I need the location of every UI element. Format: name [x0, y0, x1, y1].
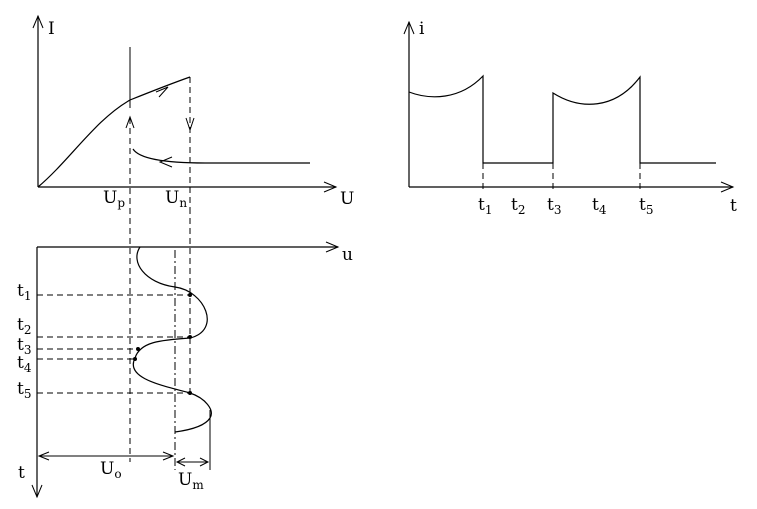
iu-low-branch [132, 148, 310, 164]
un-tick-label: Un [165, 188, 187, 210]
ut-time-t1: t1 [17, 281, 31, 303]
ut-time-t4: t4 [17, 353, 32, 375]
um-arrow-left [175, 457, 186, 467]
iu-low-arrow [158, 156, 173, 168]
it-tick-t3: t3 [547, 195, 561, 217]
it-y-axis-label: i [419, 19, 425, 39]
iu-y-axis-arrow [32, 14, 44, 29]
iu-rising-arrow [155, 86, 169, 98]
up-tick-label: Up [103, 188, 125, 210]
uo-arrow-right [162, 451, 175, 461]
iu-characteristic-plot: I U Up Un [32, 14, 354, 210]
ut-u-axis-label: u [342, 245, 353, 265]
it-x-axis-arrow [720, 181, 735, 193]
ut-time-t3: t3 [17, 335, 31, 357]
un-jump-arrow [185, 117, 195, 132]
uo-label: Uo [100, 459, 122, 481]
it-tick-t5: t5 [639, 195, 653, 217]
t4-point [133, 357, 137, 361]
it-tick-t4: t4 [592, 195, 607, 217]
uo-arrow-left [37, 451, 50, 461]
it-tick-t2: t2 [511, 195, 525, 217]
um-label: Um [178, 470, 204, 492]
ut-time-t5: t5 [17, 379, 31, 401]
iu-y-axis-label: I [48, 19, 55, 39]
it-waveform-plot: i t t1 t2 t3 t4 t5 [403, 19, 737, 217]
ut-waveform-plot: u t t1 t2 t3 t4 t5 Uo [17, 208, 353, 499]
iu-x-axis-arrow [323, 181, 338, 193]
t1-point [188, 293, 192, 297]
ut-t-axis-arrow [31, 484, 43, 499]
t3-point [136, 347, 140, 351]
voltage-sinusoid [132, 246, 212, 433]
iu-x-axis-label: U [340, 189, 354, 209]
t5-point [188, 391, 192, 395]
it-y-axis-arrow [403, 20, 415, 35]
ut-t-axis-label: t [18, 463, 25, 483]
it-tick-t1: t1 [478, 195, 492, 217]
t2-point [188, 335, 192, 339]
ut-u-axis-arrow [325, 241, 340, 253]
iu-rising-branch [37, 76, 191, 188]
current-waveform [408, 74, 716, 164]
ut-time-t2: t2 [17, 315, 31, 337]
up-jump-arrow [125, 115, 135, 129]
um-arrow-right [199, 457, 210, 467]
it-x-axis-label: t [730, 196, 737, 216]
